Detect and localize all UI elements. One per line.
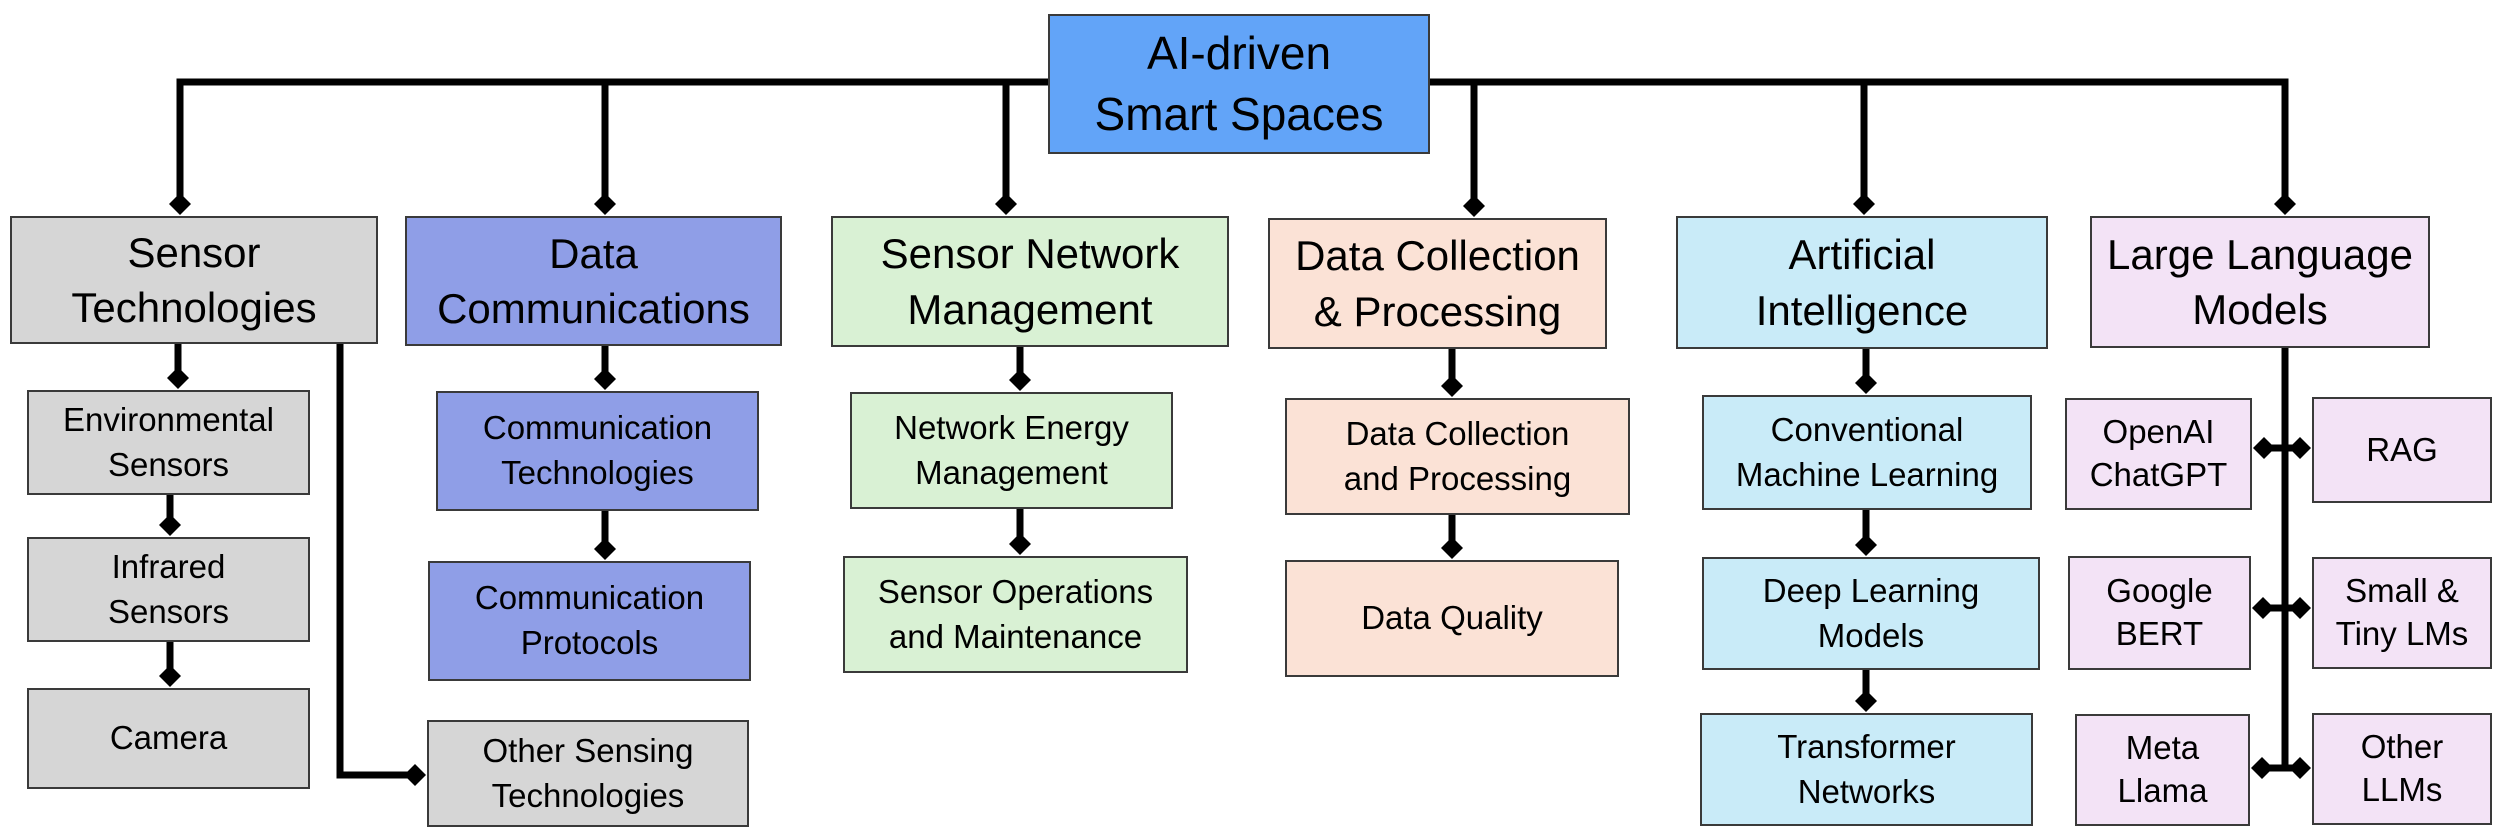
connector-diamond-13: [1441, 375, 1463, 397]
node-communication-protocols: Communication Protocols: [428, 561, 751, 681]
connector-diamond-18: [404, 764, 426, 786]
connector-diamond-3: [1463, 195, 1485, 217]
connector-diamond-21: [2252, 597, 2274, 619]
connector-diamond-4: [1853, 193, 1875, 215]
category-sensor-network-management: Sensor Network Management: [831, 216, 1229, 347]
category-large-language-models: Large Language Models: [2090, 216, 2430, 348]
connector-diamond-5: [2274, 193, 2296, 215]
connector-diamond-19: [2253, 437, 2275, 459]
connector-diamond-6: [167, 367, 189, 389]
connector-diamond-16: [1855, 534, 1877, 556]
connector-diamond-9: [594, 368, 616, 390]
connector-diamond-20: [2289, 437, 2311, 459]
node-communication-technologies: Communication Technologies: [436, 391, 759, 511]
node-infrared-sensors: Infrared Sensors: [27, 537, 310, 642]
node-sensor-operations-maintenance: Sensor Operations and Maintenance: [843, 556, 1188, 673]
node-network-energy-management: Network Energy Management: [850, 392, 1173, 509]
root-node: AI-driven Smart Spaces: [1048, 14, 1430, 154]
connector-diamond-2: [995, 193, 1017, 215]
category-data-communications: Data Communications: [405, 216, 782, 346]
connector-diamond-14: [1441, 537, 1463, 559]
node-rag: RAG: [2312, 397, 2492, 503]
connector-diamond-22: [2289, 597, 2311, 619]
node-meta-llama: Meta Llama: [2075, 714, 2250, 826]
connector-diamond-8: [159, 665, 181, 687]
connector-diamond-11: [1009, 369, 1031, 391]
node-data-collection-processing: Data Collection and Processing: [1285, 398, 1630, 515]
connector-diamond-10: [594, 538, 616, 560]
node-other-sensing-technologies: Other Sensing Technologies: [427, 720, 749, 827]
connector-diamond-7: [159, 514, 181, 536]
connector-diamond-15: [1855, 372, 1877, 394]
node-google-bert: Google BERT: [2068, 556, 2251, 670]
category-artificial-intelligence: Artificial Intelligence: [1676, 216, 2048, 349]
node-conventional-machine-learning: Conventional Machine Learning: [1702, 395, 2032, 510]
connector-diamond-1: [594, 193, 616, 215]
node-camera: Camera: [27, 688, 310, 789]
connector-diamond-12: [1009, 533, 1031, 555]
node-other-llms: Other LLMs: [2312, 713, 2492, 825]
node-data-quality: Data Quality: [1285, 560, 1619, 677]
connector-diamond-24: [2289, 757, 2311, 779]
node-openai-chatgpt: OpenAI ChatGPT: [2065, 398, 2252, 510]
node-transformer-networks: Transformer Networks: [1700, 713, 2033, 826]
category-data-collection-processing: Data Collection & Processing: [1268, 218, 1607, 349]
node-small-tiny-lms: Small & Tiny LMs: [2312, 557, 2492, 669]
connector-diamond-0: [169, 193, 191, 215]
category-sensor-technologies: Sensor Technologies: [10, 216, 378, 344]
node-deep-learning-models: Deep Learning Models: [1702, 557, 2040, 670]
connector-diamond-23: [2251, 757, 2273, 779]
connector-diamond-17: [1855, 690, 1877, 712]
node-environmental-sensors: Environmental Sensors: [27, 390, 310, 495]
